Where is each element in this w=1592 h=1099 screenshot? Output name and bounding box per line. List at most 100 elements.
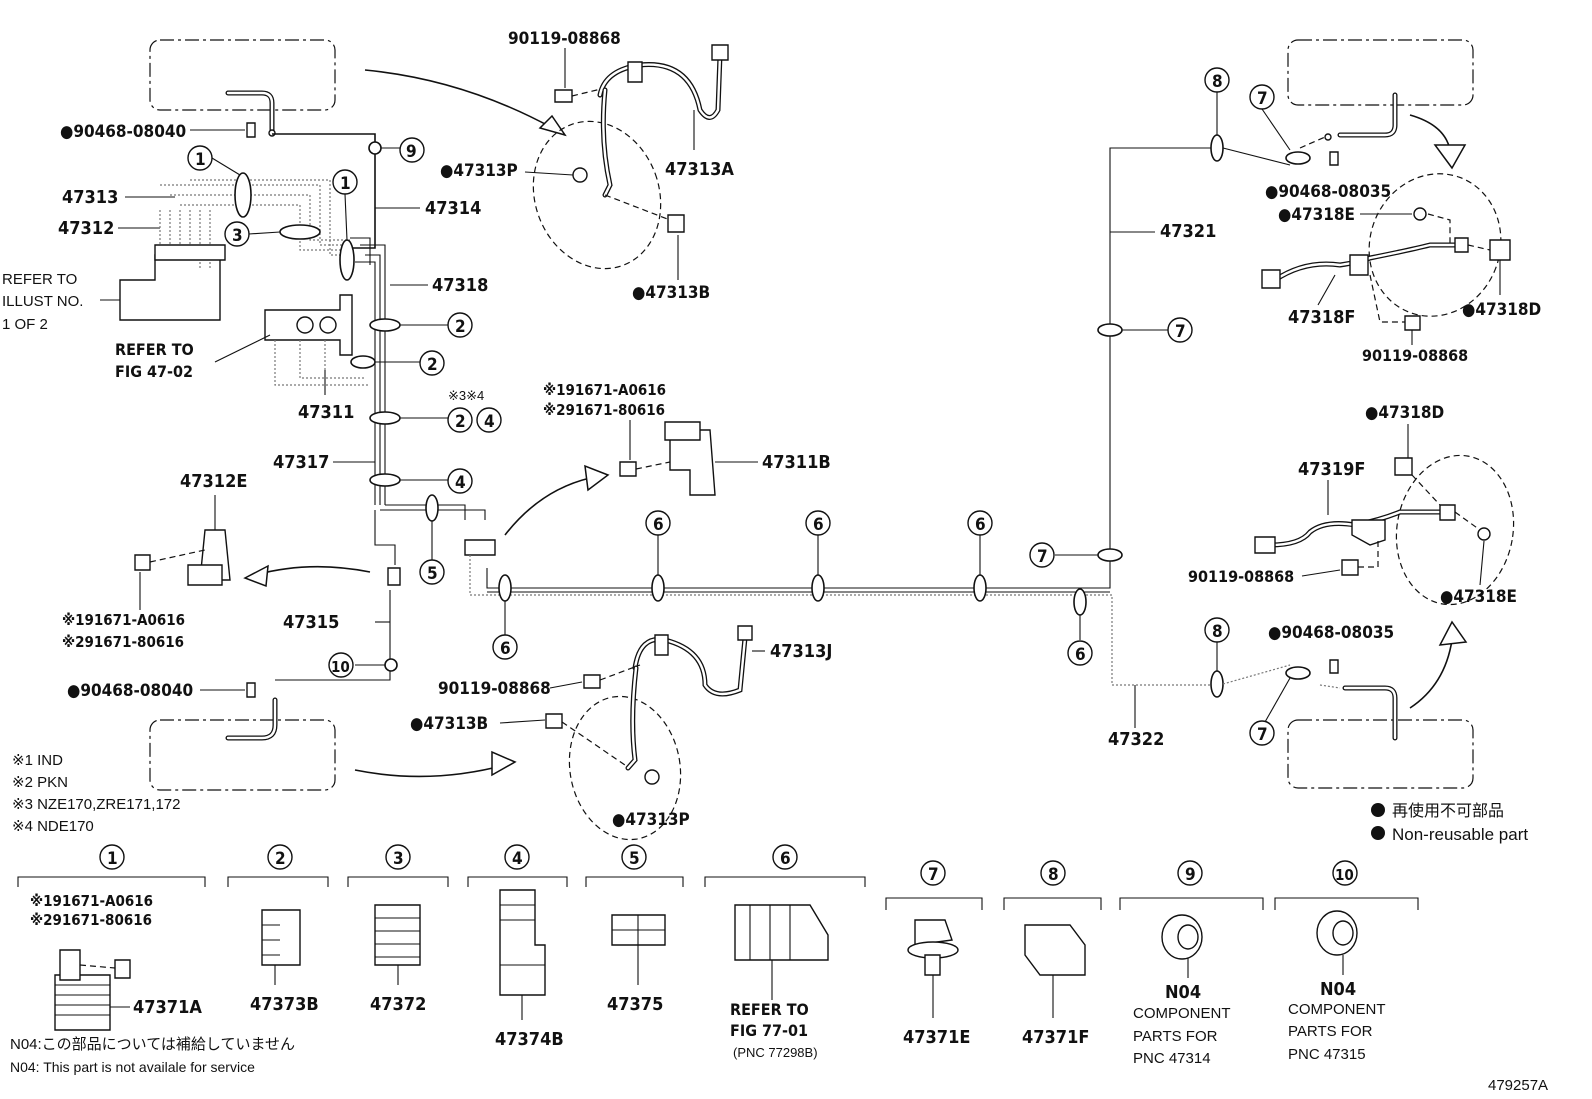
refer-fig-77-01-l2: FIG 77-01 xyxy=(730,1021,808,1040)
refer-fig-47-02-l1: REFER TO xyxy=(115,340,194,359)
clamp-8-num: 8 xyxy=(1048,865,1059,885)
part-47318D-top: ●47318D xyxy=(1462,300,1541,320)
clamp-10-extra-1: COMPONENT xyxy=(1288,1001,1386,1018)
part-47312E: 47312E xyxy=(180,471,247,492)
part-90119-08868-right-bottom: 90119-08868 xyxy=(1188,567,1294,586)
arrow-head xyxy=(538,114,567,137)
refer-illust-l3: 1 OF 2 xyxy=(2,316,48,333)
refer-fig-77-01-l1: REFER TO xyxy=(730,1000,809,1019)
clamp-3: 3 47372 xyxy=(347,844,449,1015)
clamp-10-extra-3: PNC 47315 xyxy=(1288,1046,1366,1063)
part-47313J: 47313J xyxy=(770,641,832,662)
part-47313: 47313 xyxy=(62,187,118,208)
callout-4-b: 4 xyxy=(455,473,466,493)
clamp-2: 2 47373B xyxy=(227,844,329,1015)
clamp-4-part: 47374B xyxy=(495,1029,564,1050)
clamp-1-num: 1 xyxy=(107,849,118,869)
part-47313B-bottom: ●47313B xyxy=(410,714,488,734)
part-90119-08868-mid: 90119-08868 xyxy=(438,679,551,699)
clamp-1-variant-a: ※191671-A0616 xyxy=(30,892,153,910)
refer-illust-l1: REFER TO xyxy=(2,271,77,288)
clamp-2-num: 2 xyxy=(275,849,286,869)
part-47318F: 47318F xyxy=(1288,307,1355,328)
clamp-10: 10 N04 COMPONENT PARTS FOR PNC 47315 xyxy=(1274,860,1419,1063)
rear-hose-detail: 90119-08868 47313J ●47313B ●47313P xyxy=(410,625,832,841)
callout-8-b: 8 xyxy=(1212,622,1223,642)
arrow-to-hose-detail xyxy=(364,69,566,136)
clamp-3-num: 3 xyxy=(393,849,404,869)
clamp-7-part: 47371E xyxy=(903,1027,970,1048)
part-47313P-top: ●47313P xyxy=(440,161,518,181)
callout-7-a: 7 xyxy=(1037,547,1048,567)
clamp-9-extra-3: PNC 47314 xyxy=(1133,1050,1211,1067)
rear-right-upper: 8 7 ●90468-08035 ●47318E ●47318D 47318F … xyxy=(1204,39,1541,365)
callout-2-c: 2 xyxy=(455,412,466,432)
n04-note-en: N04: This part is not availale for servi… xyxy=(10,1059,255,1075)
part-47313P-bottom: ●47313P xyxy=(612,810,690,830)
part-47313A: 47313A xyxy=(665,159,734,180)
clamp-3-part: 47372 xyxy=(370,994,426,1015)
part-47314: 47314 xyxy=(425,198,481,219)
callout-2-a: 2 xyxy=(455,317,466,337)
variant-notes: ※1 IND ※2 PKN ※3 NZE170,ZRE171,172 ※4 ND… xyxy=(12,752,181,835)
part-47322: 47322 xyxy=(1108,729,1164,750)
part-47311: 47311 xyxy=(298,402,354,423)
callout-6-e: 6 xyxy=(1075,645,1086,665)
clamp-1-variant-b: ※291671-80616 xyxy=(30,911,152,929)
clamp-9-extra-2: PARTS FOR xyxy=(1133,1028,1218,1045)
clamp-8: 8 47371F xyxy=(1003,860,1102,1048)
part-90119-08868-right-top: 90119-08868 xyxy=(1362,346,1468,365)
clamp-5-num: 5 xyxy=(629,849,640,869)
callout-1-b: 1 xyxy=(340,174,351,194)
variant-note-4: ※4 NDE170 xyxy=(12,818,94,835)
clamp-9-part: N04 xyxy=(1165,982,1201,1003)
callout-8-a: 8 xyxy=(1212,72,1223,92)
callout-6-a: 6 xyxy=(500,639,511,659)
clamp-4-num: 4 xyxy=(512,849,523,869)
part-47321: 47321 xyxy=(1160,221,1216,242)
legend-jp: 再使用不可部品 xyxy=(1392,802,1504,820)
part-47319F: 47319F xyxy=(1298,459,1365,480)
callout-7-d: 7 xyxy=(1257,725,1268,745)
variant-note-1: ※1 IND xyxy=(12,752,63,769)
part-47311B: 47311B xyxy=(762,452,831,473)
legend-en: Non-reusable part xyxy=(1392,825,1528,844)
callout-7-c: 7 xyxy=(1257,89,1268,109)
rear-right-lower: ●47318D 47319F 90119-08868 ●47318E xyxy=(1188,403,1517,607)
clamp-6-num: 6 xyxy=(780,849,791,869)
clamp-table: 1 ※191671-A0616 ※291671-80616 47371A 2 4… xyxy=(17,844,1419,1067)
clamp-10-num: 10 xyxy=(1335,866,1354,884)
part-90119-08868-top: 90119-08868 xyxy=(508,29,621,49)
rear-main-line: 6 6 6 6 6 7 7 47321 47322 xyxy=(464,147,1216,750)
part-47313B-top: ●47313B xyxy=(632,283,710,303)
part-47317: 47317 xyxy=(273,452,329,473)
callout-6-d: 6 xyxy=(975,515,986,535)
part-90468-08040-top: ●90468-08040 xyxy=(60,122,186,142)
variant-note-2: ※2 PKN xyxy=(12,774,68,791)
refer-fig-77-01-l3: (PNC 77298B) xyxy=(733,1045,818,1060)
variant-a-47312E: ※191671-A0616 xyxy=(62,611,185,629)
clamp-10-extra-2: PARTS FOR xyxy=(1288,1023,1373,1040)
clamp-7-num: 7 xyxy=(928,865,939,885)
legend: 再使用不可部品 Non-reusable part xyxy=(1371,802,1528,844)
callout-1-a: 1 xyxy=(195,150,206,170)
part-47318: 47318 xyxy=(432,275,488,296)
front-left-box xyxy=(149,39,336,135)
callout-4-a: 4 xyxy=(484,412,495,432)
rear-right-bottom-box: 8 7 ●90468-08035 xyxy=(1204,617,1474,789)
part-90468-08040-bottom: ●90468-08040 xyxy=(67,681,193,701)
callout-5: 5 xyxy=(427,564,438,584)
variant-b-47311B: ※291671-80616 xyxy=(543,401,665,419)
clamp-8-part: 47371F xyxy=(1022,1027,1089,1048)
callout-9-icon xyxy=(399,137,425,163)
refer-fig-47-02-l2: FIG 47-02 xyxy=(115,362,193,381)
variant-tag: ※3※4 xyxy=(448,388,484,403)
callout-7-b: 7 xyxy=(1175,322,1186,342)
clamp-9-extra-1: COMPONENT xyxy=(1133,1005,1231,1022)
clamp-10-part: N04 xyxy=(1320,979,1356,1000)
variant-b-47312E: ※291671-80616 xyxy=(62,633,184,651)
callout-9: 9 xyxy=(406,142,417,162)
clamp-2-part: 47373B xyxy=(250,994,319,1015)
callout-10: 10 xyxy=(331,658,350,676)
